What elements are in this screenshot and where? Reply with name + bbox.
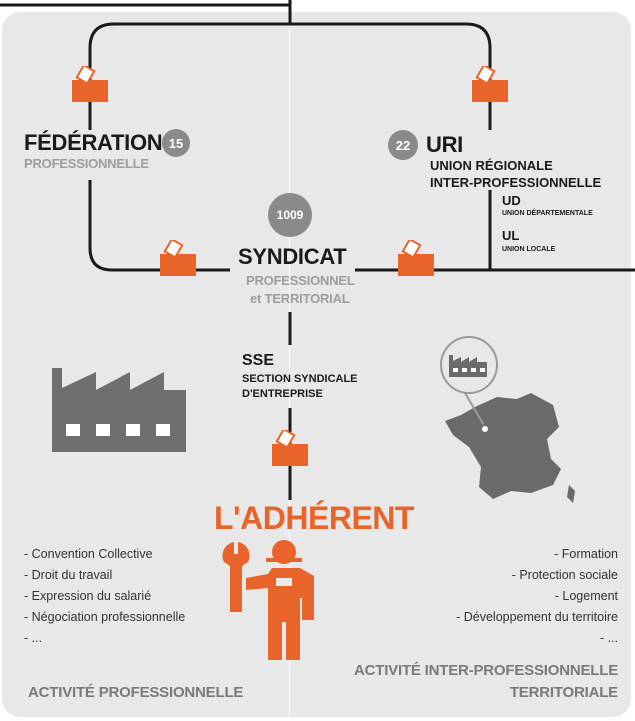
ballot-box-icon — [398, 240, 434, 276]
list-item: - Développement du territoire — [456, 610, 618, 624]
list-item: - ... — [599, 631, 618, 645]
list-item: - ... — [24, 631, 43, 645]
france-map-icon — [440, 336, 575, 503]
uri-line1: UNION RÉGIONALE — [430, 158, 553, 173]
sse-line1: SECTION SYNDICALE — [242, 373, 358, 385]
syndicat-line2: et TERRITORIAL — [250, 291, 350, 306]
list-item: - Protection sociale — [511, 568, 618, 582]
list-item: - Droit du travail — [24, 568, 113, 582]
syndicat-line1: PROFESSIONNEL — [246, 273, 355, 288]
center-divider — [289, 30, 290, 715]
ballot-box-icon — [72, 66, 108, 102]
federation-title: FÉDÉRATION — [24, 130, 163, 155]
syndicat-title: SYNDICAT — [238, 244, 347, 269]
list-item: - Convention Collective — [24, 547, 153, 561]
sse-line2: D'ENTREPRISE — [242, 388, 323, 400]
list-item: - Expression du salarié — [24, 589, 152, 603]
worker-wrench-icon — [222, 540, 314, 660]
uri-line2: INTER-PROFESSIONNELLE — [430, 175, 602, 190]
territorial-activity-list: - Formation - Protection sociale - Logem… — [456, 544, 618, 649]
footer-territorial-line2: TERRITORIALE — [509, 684, 618, 701]
federation-count-badge: 15 — [162, 129, 190, 157]
ud-subtitle: UNION DÉPARTEMENTALE — [502, 210, 593, 217]
ul-title: UL — [502, 228, 520, 243]
ul-subtitle: UNION LOCALE — [502, 246, 556, 253]
background-panel — [2, 12, 631, 717]
sse-title: SSE — [242, 352, 275, 369]
syndicat-count-badge: 1009 — [268, 193, 312, 237]
ballot-box-icon — [160, 240, 196, 276]
uri-count-badge: 22 — [388, 130, 418, 160]
list-item: - Logement — [554, 589, 618, 603]
uri-title: URI — [426, 132, 463, 157]
federation-subtitle: PROFESSIONNELLE — [24, 156, 149, 171]
professional-activity-list: - Convention Collective - Droit du trava… — [24, 544, 185, 649]
footer-territorial-line1: ACTIVITÉ INTER-PROFESSIONNELLE — [353, 662, 618, 679]
footer-professional: ACTIVITÉ PROFESSIONNELLE — [28, 684, 244, 701]
factory-icon — [52, 368, 186, 452]
ballot-box-icon — [472, 66, 508, 102]
list-item: - Formation — [554, 547, 618, 561]
ballot-box-icon — [272, 430, 308, 466]
ud-title: UD — [502, 193, 521, 208]
adherent-title: L'ADHÉRENT — [214, 500, 414, 536]
list-item: - Négociation professionnelle — [24, 610, 186, 624]
